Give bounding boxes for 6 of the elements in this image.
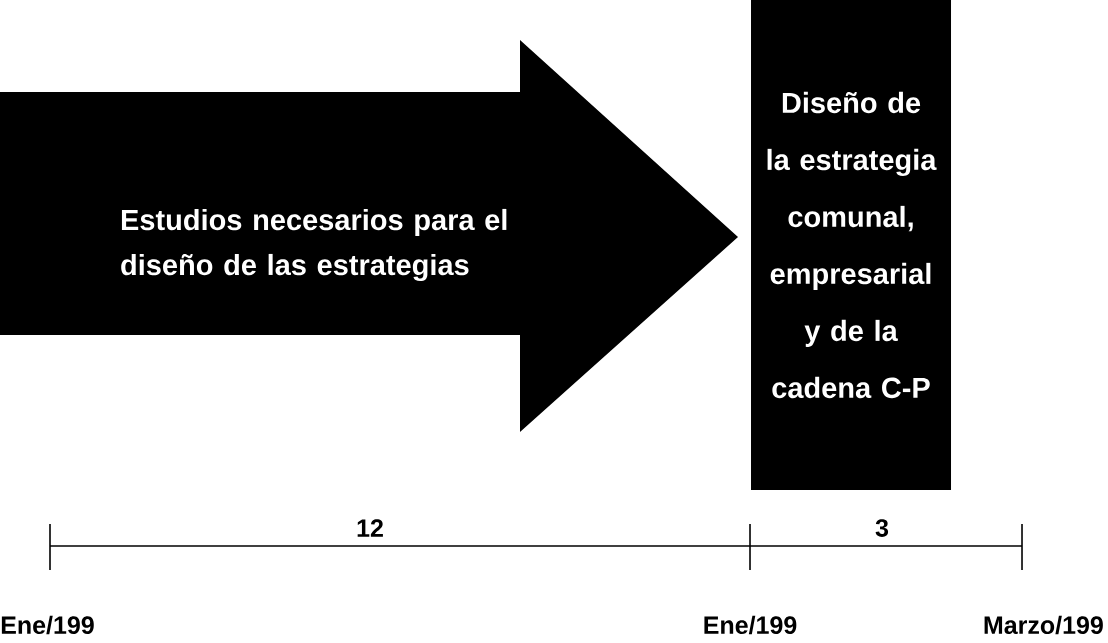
text-box: Diseño de la estrategia comunal, empresarial y de la cadena C-P bbox=[751, 0, 951, 490]
duration-label: 3 bbox=[875, 519, 889, 537]
date-label: Ene/199 bbox=[704, 615, 797, 635]
date-label: Marzo/199 bbox=[984, 615, 1103, 635]
date-label: Ene/199 bbox=[1, 615, 94, 635]
duration-label: 12 bbox=[357, 519, 383, 537]
